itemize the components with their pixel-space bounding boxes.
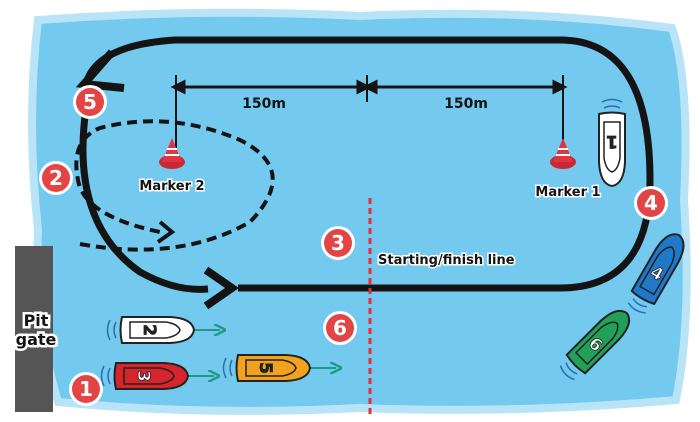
start-finish-label: Starting/finish line (378, 253, 515, 268)
boat-icon: 5 (222, 354, 312, 382)
step-5-badge: 5 (73, 85, 107, 119)
race-track (82, 36, 654, 292)
track-arrowhead-bottom (203, 266, 240, 310)
step-3-number: 3 (331, 231, 345, 255)
step-4-number: 4 (644, 191, 658, 215)
marker-1-buoy (550, 138, 576, 169)
boat-icon: 3 (100, 362, 190, 390)
buoy-icon (159, 138, 185, 169)
step-6-number: 6 (333, 316, 347, 340)
boat-icon: 6 (559, 309, 631, 381)
step-1-badge: 1 (69, 372, 103, 406)
marker-1-label: Marker 1 (535, 185, 600, 200)
boat-icon: 4 (627, 233, 685, 314)
boat-5-number: 5 (255, 362, 275, 374)
distance-left-label: 150m (242, 96, 286, 112)
boat-1: 1 (598, 98, 626, 188)
boat-2-number: 2 (139, 324, 159, 336)
boat-icon: 1 (598, 98, 626, 188)
boat-3-number: 3 (133, 370, 153, 382)
distance-right (362, 75, 568, 150)
step-4-badge: 4 (634, 186, 668, 220)
boat-3: 3 (100, 362, 190, 390)
race-track-left-curve (79, 95, 209, 293)
step-1-number: 1 (79, 377, 93, 401)
boat-icon: 2 (106, 316, 196, 344)
buoy-icon (550, 138, 576, 169)
step-3-badge: 3 (321, 226, 355, 260)
pit-gate-label-line2: gate (16, 330, 57, 349)
pit-gate (15, 246, 53, 412)
marker-2-buoy (159, 138, 185, 169)
boat-2: 2 (106, 316, 196, 344)
step-5-number: 5 (83, 90, 97, 114)
boat-4: 4 (627, 233, 685, 314)
dashed-arrow (156, 220, 176, 244)
dashed-path-outer (74, 119, 275, 252)
marker-2-label: Marker 2 (139, 179, 204, 194)
boat-1-number: 1 (606, 131, 618, 151)
step-2-badge: 2 (39, 161, 73, 195)
boat-6: 6 (559, 309, 631, 381)
step-2-number: 2 (49, 166, 63, 190)
track-arrowhead-left (75, 49, 125, 92)
distance-right-label: 150m (444, 96, 488, 112)
step-6-badge: 6 (323, 311, 357, 345)
boat-5: 5 (222, 354, 312, 382)
pit-gate-label-line1: Pit (24, 311, 49, 330)
